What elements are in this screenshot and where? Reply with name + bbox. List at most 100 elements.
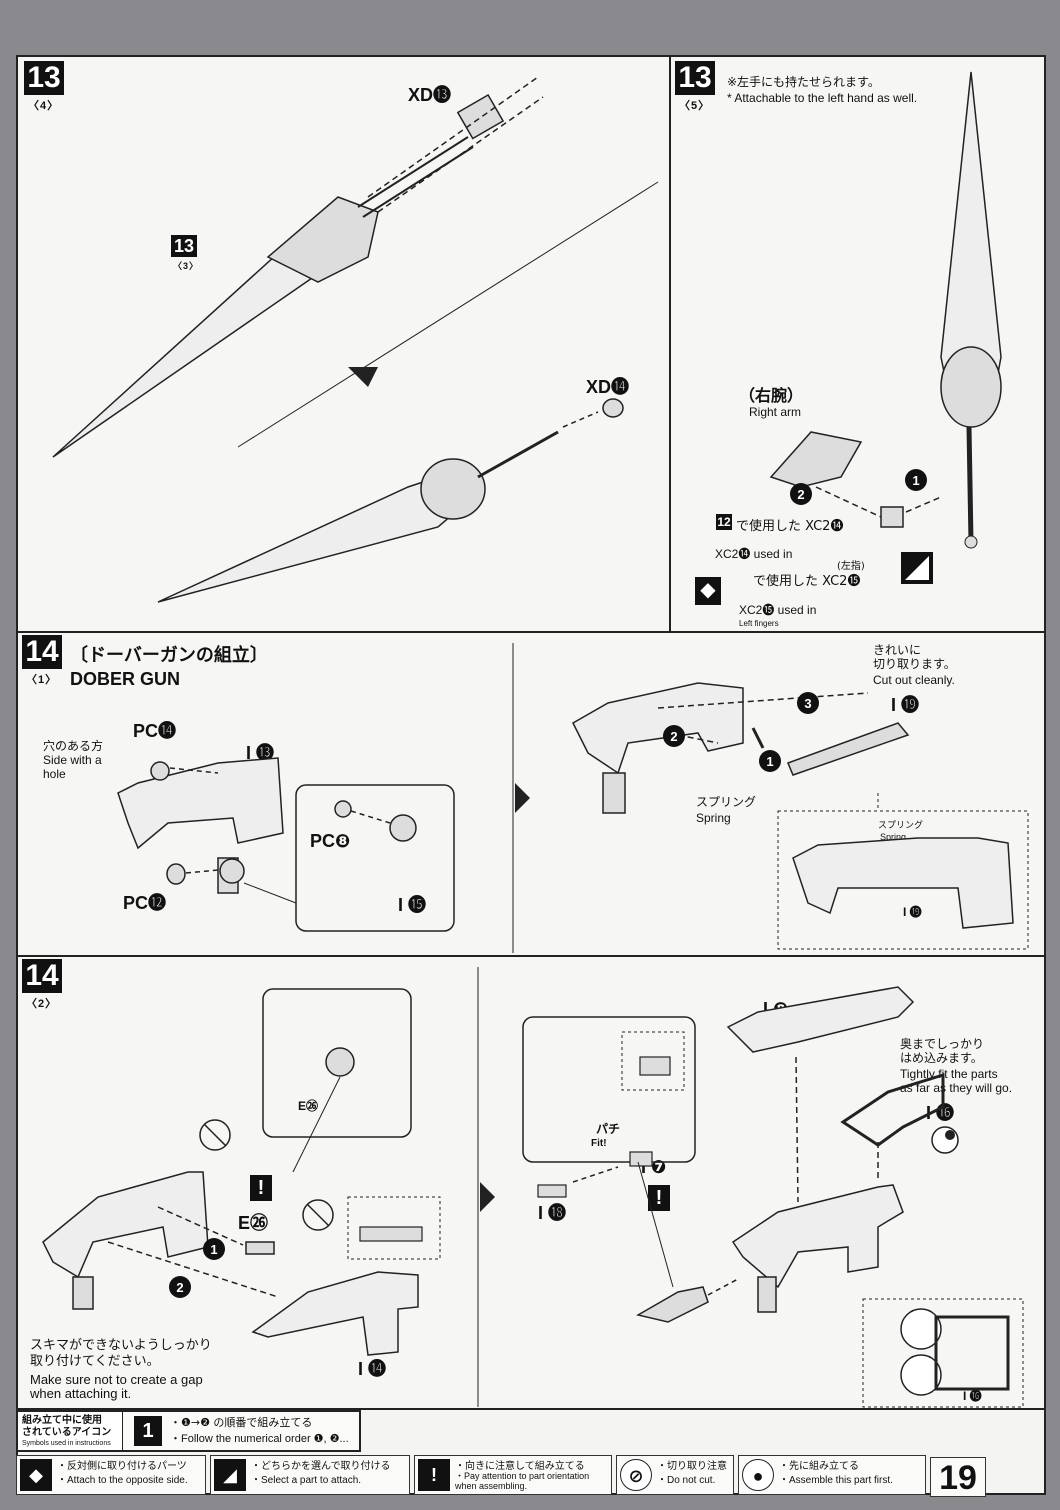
assemble-first-icon: ● bbox=[742, 1459, 774, 1491]
part-i14: I ⓮ bbox=[358, 1359, 387, 1379]
heading-jp1: 組み立て中に使用 bbox=[22, 1415, 102, 1426]
cut-jp1: きれいに bbox=[873, 643, 922, 657]
part-pc14: PC⓮ bbox=[133, 721, 177, 741]
step-number: 14 bbox=[22, 635, 62, 669]
legend-jp: ・どちらかを選んで取り付ける bbox=[251, 1461, 391, 1472]
legend-jp: ・切り取り注意 bbox=[657, 1461, 727, 1472]
fit-label: Fit! bbox=[591, 1138, 607, 1149]
order-en: ・Follow the numerical order ❶, ❷... bbox=[170, 1433, 349, 1445]
dober-gun-assembly-2-diagram: 1 2 bbox=[42, 967, 1024, 1408]
symbols-box: 組み立て中に使用 されているアイコン Symbols used in instr… bbox=[16, 1410, 361, 1452]
part-label-xd14: XD⓮ bbox=[586, 377, 630, 397]
step-number: 13 bbox=[24, 61, 64, 95]
part-label-xd13: XD⓭ bbox=[408, 85, 452, 105]
hand-saber-diagram: 1 2 bbox=[769, 71, 1002, 584]
svg-text:2: 2 bbox=[670, 729, 677, 744]
svg-text:1: 1 bbox=[912, 473, 919, 488]
step-13-4-panel: 13 〈4〉 XD⓭ 13 〈3〉 XD⓮ bbox=[16, 55, 671, 633]
part-i18: I ⓲ bbox=[538, 1203, 567, 1223]
beam-saber-diagram bbox=[52, 76, 659, 603]
svg-text:1: 1 bbox=[766, 754, 773, 769]
right-arm-jp: （右腕） bbox=[739, 386, 804, 405]
legend-item-attach-opposite: ◆ ・反対側に取り付けるパーツ ・Attach to the opposite … bbox=[16, 1455, 206, 1495]
do-not-cut-icon: ⊘ bbox=[620, 1459, 652, 1491]
cut-en: Cut out cleanly. bbox=[873, 673, 955, 687]
legend-en: ・Assemble this part first. bbox=[779, 1475, 893, 1486]
right-arm-en: Right arm bbox=[749, 405, 802, 419]
title-jp: 〔ドーバーガンの組立〕 bbox=[70, 645, 268, 666]
part-i19-small: I ⓳ bbox=[903, 905, 922, 919]
used-xc2-14-jp: で使用した XC2⓮ bbox=[736, 519, 844, 534]
part-i13: I ⓭ bbox=[246, 743, 275, 763]
orientation-icon: ! bbox=[648, 1185, 670, 1211]
legend-bar: ◆ ・反対側に取り付けるパーツ ・Attach to the opposite … bbox=[16, 1455, 1046, 1497]
step-sub: 〈5〉 bbox=[679, 100, 711, 112]
note-en: * Attachable to the left hand as well. bbox=[727, 91, 918, 105]
title-en: DOBER GUN bbox=[70, 669, 181, 689]
ref-step-number: 13 bbox=[171, 235, 197, 257]
symbols-heading: 組み立て中に使用 されているアイコン Symbols used in instr… bbox=[18, 1412, 123, 1450]
part-e26: E㉖ bbox=[238, 1213, 269, 1233]
part-i16: I ⓰ bbox=[926, 1103, 955, 1123]
orientation-icon: ! bbox=[418, 1459, 450, 1491]
order-jp: ・❶→❷ の順番で組み立てる bbox=[170, 1416, 313, 1429]
fit-en2: as far as they will go. bbox=[900, 1081, 1013, 1095]
part-e26-small: E㉖ bbox=[298, 1099, 319, 1113]
fit-jp1: 奥までしっかり bbox=[900, 1037, 985, 1051]
attach-opposite-icon: ◆ bbox=[20, 1459, 52, 1491]
step-14-2-panel: 14 〈2〉 E㉖ ! E㉖ スキマができないようしっかり 取り付けてください。… bbox=[16, 955, 1046, 1410]
dober-gun-assembly-1-diagram: 3 2 1 bbox=[117, 643, 1029, 953]
legend-item-do-not-cut: ⊘ ・切り取り注意 ・Do not cut. bbox=[616, 1455, 734, 1495]
heading-jp2: されているアイコン bbox=[22, 1427, 112, 1438]
fit-en1: Tightly fit the parts bbox=[900, 1067, 998, 1081]
part-i16-small: I ⓰ bbox=[963, 1389, 982, 1403]
legend-en: ・Pay attention to part orientation when … bbox=[455, 1471, 590, 1491]
legend-item-assemble-first: ● ・先に組み立てる ・Assemble this part first. bbox=[738, 1455, 926, 1495]
gap-en1: Make sure not to create a gap bbox=[30, 1372, 203, 1387]
fit-sound: パチ bbox=[596, 1122, 621, 1136]
step-13-5-panel: 13 〈5〉 ※左手にも持たせられます。 * Attachable to the… bbox=[669, 55, 1046, 633]
ref-step-sub: 〈3〉 bbox=[173, 261, 200, 271]
legend-jp: ・先に組み立てる bbox=[779, 1461, 859, 1472]
orientation-icon: ! bbox=[250, 1175, 272, 1201]
used-xc2-15-jp: で使用した XC2⓯ bbox=[753, 574, 861, 589]
step-sub: 〈2〉 bbox=[26, 998, 58, 1010]
svg-text:1: 1 bbox=[210, 1242, 217, 1257]
attach-opposite-icon: ◆ bbox=[695, 577, 721, 605]
part-i15: I ⓯ bbox=[398, 895, 427, 915]
legend-en: ・Select a part to attach. bbox=[251, 1475, 362, 1486]
step-sub: 〈4〉 bbox=[28, 100, 60, 112]
left-fingers-en: Left fingers bbox=[739, 619, 779, 628]
hole-en1: Side with a bbox=[43, 753, 102, 767]
gap-jp2: 取り付けてください。 bbox=[30, 1354, 160, 1369]
select-part-icon: ◢ bbox=[214, 1459, 246, 1491]
svg-text:2: 2 bbox=[176, 1280, 183, 1295]
gap-jp1: スキマができないようしっかり bbox=[30, 1338, 212, 1353]
spring-en: Spring bbox=[696, 811, 731, 825]
svg-text:3: 3 bbox=[804, 696, 811, 711]
svg-text:2: 2 bbox=[797, 487, 804, 502]
step-sub: 〈1〉 bbox=[26, 674, 58, 686]
fit-jp2: はめ込みます。 bbox=[900, 1051, 983, 1065]
step-14-1-panel: 14 〈1〉 〔ドーバーガンの組立〕 DOBER GUN PC⓮ 穴のある方 S… bbox=[16, 631, 1046, 957]
numerical-order-icon: 1 bbox=[134, 1416, 162, 1446]
used-xc2-14-en: XC2⓮ used in bbox=[715, 547, 793, 561]
legend-item-orientation: ! ・向きに注意して組み立てる ・Pay attention to part o… bbox=[414, 1455, 612, 1495]
legend-item-select-part: ◢ ・どちらかを選んで取り付ける ・Select a part to attac… bbox=[210, 1455, 410, 1495]
hole-en2: hole bbox=[43, 767, 66, 781]
left-finger-jp: (左指) bbox=[837, 561, 865, 572]
hole-jp: 穴のある方 bbox=[43, 739, 104, 753]
legend-jp: ・向きに注意して組み立てる bbox=[455, 1461, 585, 1472]
spring-small-jp: スプリング bbox=[878, 821, 924, 831]
note-jp: ※左手にも持たせられます。 bbox=[727, 75, 880, 89]
part-pc12: PC⓬ bbox=[123, 893, 167, 913]
used-xc2-15-en: XC2⓯ used in bbox=[739, 603, 817, 617]
spring-small-en: Spring bbox=[880, 832, 907, 842]
step-number: 13 bbox=[675, 61, 715, 95]
spring-jp: スプリング bbox=[696, 795, 757, 809]
part-pc8: PC❽ bbox=[310, 831, 351, 851]
legend-jp: ・反対側に取り付けるパーツ bbox=[57, 1461, 187, 1472]
part-i19: I ⓳ bbox=[891, 695, 920, 715]
legend-en: ・Do not cut. bbox=[657, 1475, 716, 1486]
cut-jp2: 切り取ります。 bbox=[873, 657, 956, 671]
